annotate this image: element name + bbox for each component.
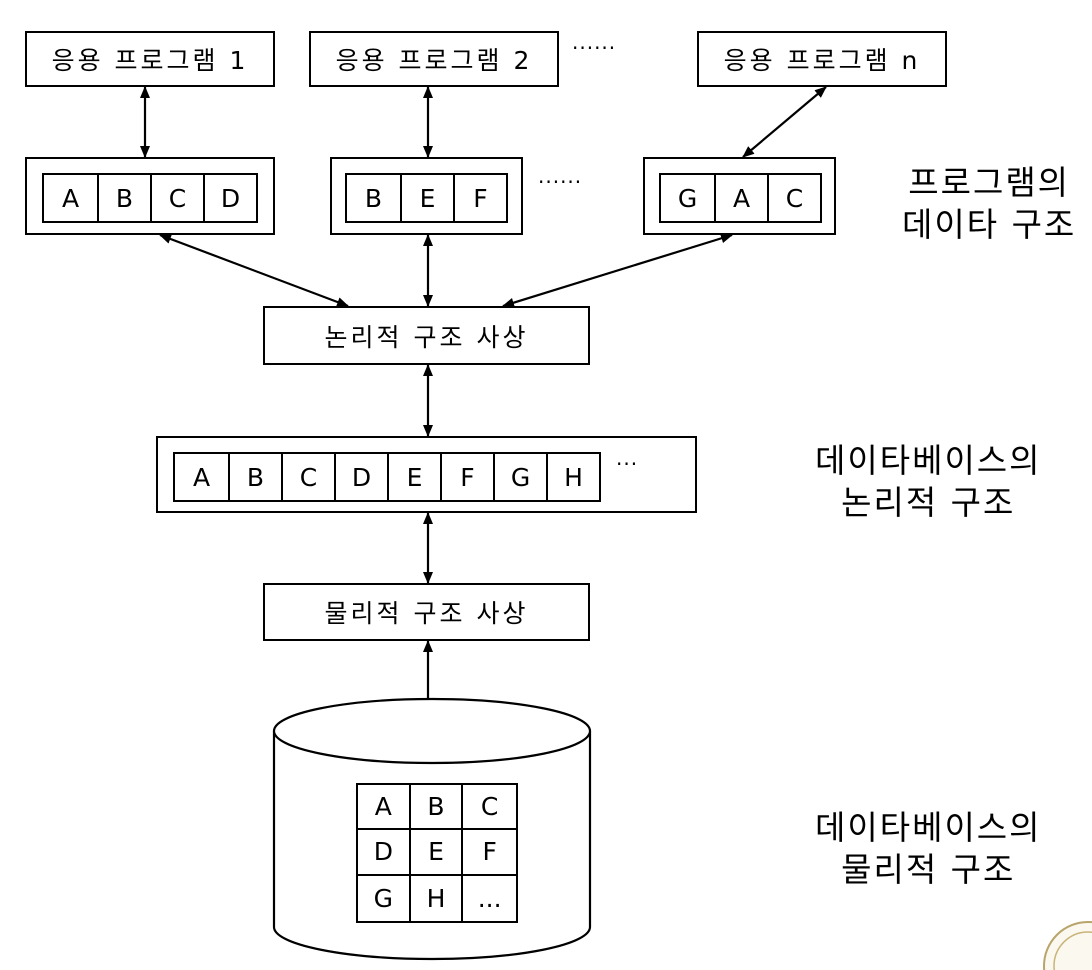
struct1-cell: B	[97, 175, 150, 221]
program-structure-3: G A C	[643, 157, 836, 235]
struct2-cell: F	[453, 175, 506, 221]
program-structure-label-line2: 데이타 구조	[902, 205, 1077, 244]
struct3-cell: A	[714, 175, 767, 221]
physical-cell: ...	[477, 883, 502, 913]
physical-cell: B	[410, 785, 464, 831]
struct1-cell: C	[150, 175, 203, 221]
physical-cell: C	[463, 785, 516, 831]
physical-cell: G	[358, 875, 411, 921]
db-logical-cell: E	[387, 454, 440, 500]
logical-mapping-box: 논리적 구조 사상	[263, 306, 590, 365]
db-logical-cell: C	[281, 454, 334, 500]
program-structure-label-line1: 프로그램의	[908, 163, 1071, 202]
app-box-n: 응용 프로그램 n	[697, 31, 947, 87]
struct1-cell: A	[61, 183, 80, 213]
arrow-struct1-logical-map	[159, 233, 349, 308]
physical-cell: H	[411, 875, 464, 921]
physical-cell: F	[463, 830, 516, 876]
db-logical-cell: H	[546, 454, 599, 500]
arrow-appn-struct3	[742, 86, 827, 158]
struct2-cell: B	[364, 183, 383, 213]
physical-mapping-label: 물리적 구조 사상	[324, 599, 529, 628]
program-structure-1-cells: A B C D	[42, 173, 258, 223]
program-structure-2-cells: B E F	[345, 173, 508, 223]
db-physical-label-line2: 물리적 구조	[841, 850, 1016, 889]
physical-cell: D	[358, 830, 411, 876]
structure-ellipsis: ······	[538, 170, 583, 194]
db-logical-cell: G	[493, 454, 546, 500]
db-physical-label: 데이타베이스의 물리적 구조	[815, 807, 1042, 891]
db-physical-label-line1: 데이타베이스의	[815, 808, 1042, 847]
program-structure-label: 프로그램의 데이타 구조	[902, 162, 1076, 246]
db-logical-label-line2: 논리적 구조	[841, 483, 1016, 522]
db-logical-label: 데이타베이스의 논리적 구조	[815, 440, 1042, 524]
db-logical-label-line1: 데이타베이스의	[815, 441, 1042, 480]
physical-mapping-box: 물리적 구조 사상	[263, 583, 590, 641]
struct3-cell: C	[767, 175, 820, 221]
db-logical-ellipsis: ···	[616, 452, 639, 476]
db-logical-cell: D	[334, 454, 387, 500]
db-logical-cell: B	[228, 454, 281, 500]
struct3-cell: G	[677, 183, 698, 213]
cylinder-top	[272, 697, 592, 765]
struct2-cell: E	[400, 175, 453, 221]
physical-cell: E	[410, 830, 464, 876]
db-logical-cells: A B C D E F G H	[173, 452, 601, 502]
app-label-n: 응용 프로그램 n	[723, 46, 921, 75]
logical-mapping-label: 논리적 구조 사상	[324, 322, 529, 352]
physical-cell: A	[358, 785, 411, 831]
db-logical-cell: F	[440, 454, 493, 500]
db-physical-grid: A B C D E F G H ...	[356, 783, 518, 923]
program-structure-3-cells: G A C	[659, 173, 822, 223]
app-label-1: 응용 프로그램 1	[51, 46, 249, 75]
app-label-2: 응용 프로그램 2	[335, 46, 533, 75]
program-structure-1: A B C D	[25, 157, 275, 235]
university-seal-logo	[1043, 921, 1092, 970]
app-ellipsis: ······	[572, 36, 617, 60]
program-structure-2: B E F	[330, 157, 523, 235]
struct1-cell: D	[203, 175, 256, 221]
db-logical-structure: A B C D E F G H ···	[156, 436, 697, 513]
app-box-2: 응용 프로그램 2	[309, 31, 559, 87]
app-box-1: 응용 프로그램 1	[25, 31, 275, 87]
db-logical-cell: A	[192, 462, 211, 492]
arrow-struct3-logical-map	[502, 233, 733, 308]
